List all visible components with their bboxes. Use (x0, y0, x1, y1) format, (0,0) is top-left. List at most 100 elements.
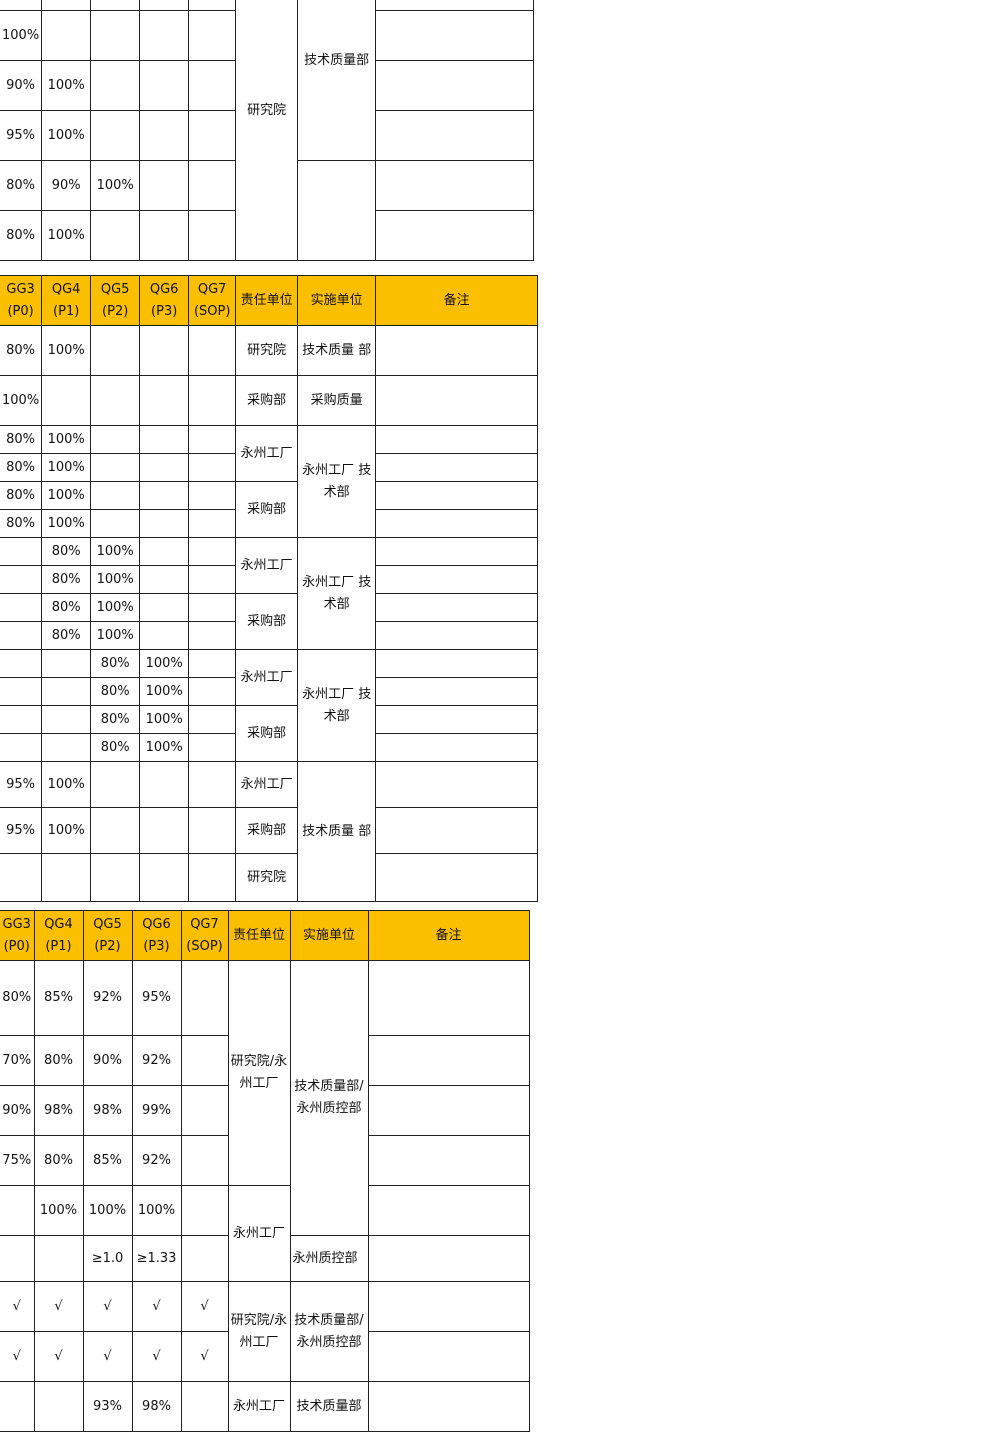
cell (90, 807, 141, 854)
remarks-cell (375, 565, 539, 594)
cell: 80% (0, 509, 43, 538)
remarks-cell (375, 160, 535, 211)
table-row: 80% 100% (0, 509, 539, 538)
table-row: 80% 85% 92% 95% 研究院/永 州工厂 技术质量部/ 永州质控部 (0, 960, 530, 1236)
table-row: ≥1.0 ≥1.33 永州质控部 (0, 1235, 530, 1282)
cell: 85% (33, 960, 84, 1036)
table-row: 80% 100% (0, 733, 539, 762)
implementing-unit: 技术质量部 (289, 1381, 369, 1432)
cell: √ (131, 1331, 182, 1382)
cell (90, 509, 141, 538)
implementing-unit: 技术质量部 (297, 0, 377, 161)
cell (188, 677, 237, 706)
cell (41, 677, 92, 706)
cell: 75% (0, 1135, 35, 1186)
cell (0, 1381, 35, 1432)
cell: 80% (0, 160, 43, 211)
cell: 100% (131, 1185, 182, 1236)
table-row: 80% 100% 采购部 (0, 481, 539, 538)
cell: 100% (41, 481, 92, 510)
implementing-unit: 技术质量 部 (297, 325, 377, 376)
implementing-unit: 永州工厂 技术部 (297, 537, 377, 650)
cell (188, 853, 237, 902)
cell: 80% (90, 733, 141, 762)
cell (139, 621, 190, 650)
remarks-cell (375, 509, 539, 538)
remarks-cell (375, 110, 535, 161)
cell: √ (33, 1331, 84, 1382)
header-qg4: QG4 (P1) (33, 910, 84, 961)
table-row: √ √ √ √ √ 研究院/永 州工厂 技术质量部/ 永州质控部 (0, 1281, 530, 1382)
table-row: 80% 100% (0, 210, 535, 261)
cell: 80% (0, 481, 43, 510)
responsible-unit: 采购部 (235, 807, 299, 854)
cell (41, 853, 92, 902)
cell (188, 705, 237, 734)
cell (0, 733, 43, 762)
cell (90, 110, 141, 161)
cell: 100% (41, 425, 92, 454)
table-row: 90% 100% (0, 60, 535, 111)
table-row: 95% 100% 采购部 (0, 807, 539, 854)
cell (139, 593, 190, 622)
remarks-cell (367, 1135, 530, 1186)
responsible-unit: 永州工厂 (235, 425, 299, 482)
cell: 90% (41, 160, 92, 211)
remarks-cell (367, 1085, 530, 1136)
cell: 92% (131, 1035, 182, 1086)
cell (188, 761, 237, 808)
cell (139, 10, 190, 61)
cell (188, 733, 237, 762)
responsible-unit: 采购部 (235, 705, 299, 762)
cell (0, 677, 43, 706)
cell: √ (82, 1331, 133, 1382)
gate-target-table-2: GG3 (P0) QG4 (P1) QG5 (P2) QG6 (P3) QG7 … (0, 275, 539, 902)
cell: 80% (0, 325, 43, 376)
cell (90, 210, 141, 261)
cell (0, 593, 43, 622)
cell (139, 565, 190, 594)
implementing-unit: 永州工厂 技术部 (297, 425, 377, 538)
cell (90, 10, 141, 61)
cell: 70% (0, 1035, 35, 1086)
header-qg5: QG5 (P2) (82, 910, 133, 961)
remarks-cell (367, 1331, 530, 1382)
table-row: 80% 100% 研究院 技术质量 部 (0, 325, 539, 376)
cell: 99% (131, 1085, 182, 1136)
cell: 95% (0, 110, 43, 161)
table: GG3 (P0) QG4 (P1) QG5 (P2) QG6 (P3) QG7 … (0, 910, 530, 1432)
remarks-cell (375, 481, 539, 510)
cell: 80% (90, 649, 141, 678)
cell (41, 705, 92, 734)
header-responsible-unit: 责任单位 (227, 910, 291, 961)
cell: 80% (41, 593, 92, 622)
cell: 90% (0, 60, 43, 111)
implementing-unit-cont (297, 160, 377, 261)
cell (90, 481, 141, 510)
cell (0, 621, 43, 650)
cell (188, 481, 237, 510)
remarks-cell (375, 621, 539, 650)
remarks-cell (367, 1235, 530, 1282)
remarks-cell (375, 325, 539, 376)
cell: 98% (82, 1085, 133, 1136)
remarks-cell (375, 60, 535, 111)
cell: 100% (139, 705, 190, 734)
cell (188, 325, 237, 376)
cell: 80% (90, 705, 141, 734)
table-row: 80% 100% 永州工厂 永州工厂 技术部 (0, 649, 539, 762)
cell: 80% (0, 210, 43, 261)
cell (139, 761, 190, 808)
cell (139, 509, 190, 538)
implementing-unit: 技术质量部/ 永州质控部 (289, 960, 369, 1236)
remarks-cell (375, 425, 539, 454)
implementing-unit: 技术质量 部 (297, 761, 377, 902)
table-row: 80% 100% (0, 453, 539, 482)
cell: 80% (0, 425, 43, 454)
cell: 95% (0, 807, 43, 854)
table: GG3 (P0) QG4 (P1) QG5 (P2) QG6 (P3) QG7 … (0, 275, 539, 902)
cell (0, 565, 43, 594)
cell: 85% (82, 1135, 133, 1186)
cell (0, 537, 43, 566)
remarks-cell (375, 0, 535, 11)
